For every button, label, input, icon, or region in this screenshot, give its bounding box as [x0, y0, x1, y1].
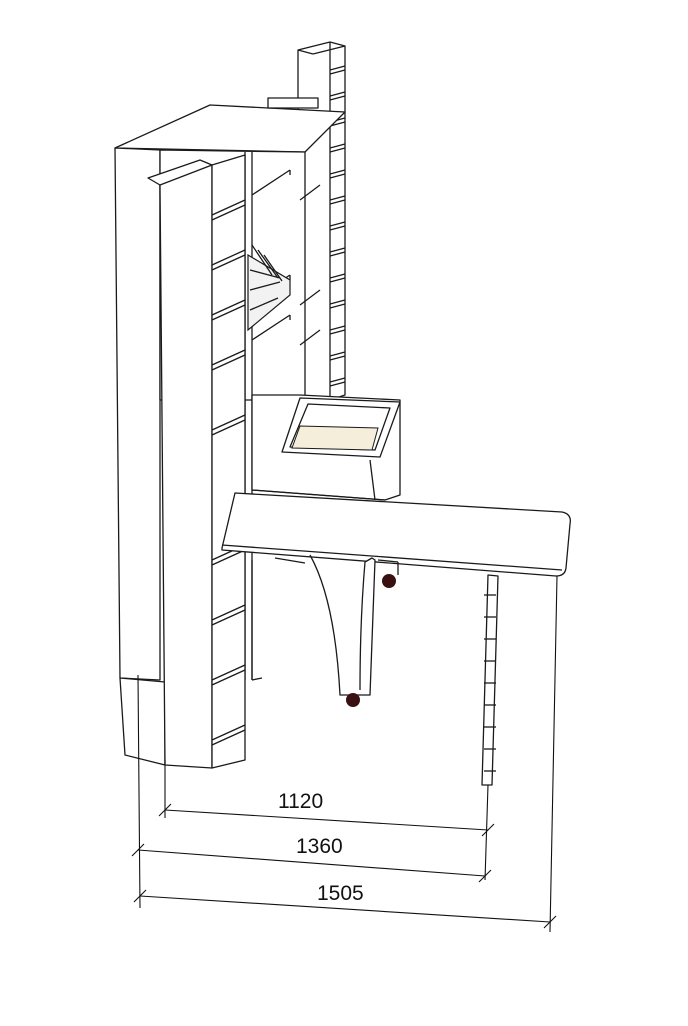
shelf	[329, 251, 346, 257]
shelf	[329, 273, 346, 279]
drawer-unit	[251, 394, 401, 501]
file-organizer	[247, 244, 291, 332]
shelf	[211, 724, 246, 741]
shelf	[299, 329, 321, 346]
shelf	[211, 354, 246, 371]
shelf	[329, 199, 346, 205]
tray-insert	[291, 425, 379, 451]
shelf	[329, 69, 346, 75]
shelf	[211, 349, 246, 366]
shelf	[329, 247, 346, 253]
shelf	[329, 303, 346, 309]
shelf	[329, 173, 346, 179]
dimension-1120: 1120	[278, 790, 323, 813]
shelf	[329, 351, 346, 357]
shelf	[211, 254, 246, 271]
shelf	[329, 225, 346, 231]
shelf	[211, 419, 246, 436]
shelf	[211, 669, 246, 686]
shelf	[211, 729, 246, 746]
shelf	[329, 169, 346, 175]
shelf	[251, 314, 291, 341]
shelf	[329, 277, 346, 283]
shelf	[299, 289, 321, 306]
shelf	[329, 381, 346, 387]
shelf	[329, 65, 346, 71]
shelf	[211, 199, 246, 216]
table-leg	[481, 574, 499, 786]
shelf	[329, 143, 346, 149]
dimension-1505: 1505	[317, 882, 364, 905]
shelf	[211, 604, 246, 621]
shelf	[211, 549, 246, 566]
wheel	[346, 693, 360, 707]
shelf	[329, 147, 346, 153]
shelf	[329, 325, 346, 331]
dimension-1360: 1360	[296, 835, 343, 858]
shelf	[211, 609, 246, 626]
shelf	[329, 299, 346, 305]
shelf	[299, 184, 321, 201]
shelf	[211, 664, 246, 681]
shelf	[211, 249, 246, 266]
shelf	[329, 195, 346, 201]
shelf	[251, 169, 291, 196]
shelf	[329, 377, 346, 383]
arch-leg	[309, 554, 399, 707]
shelf	[329, 355, 346, 361]
shelf	[211, 299, 246, 316]
shelf	[211, 204, 246, 221]
shelf	[211, 304, 246, 321]
shelf	[329, 91, 346, 97]
shelf	[329, 221, 346, 227]
shelf	[329, 95, 346, 101]
front-shelf-panel	[147, 154, 246, 769]
dimension-lines: 1120 1360 1505	[131, 575, 558, 933]
table-top	[221, 492, 571, 577]
shelf	[211, 414, 246, 431]
shelf	[329, 329, 346, 335]
wheel	[382, 574, 396, 588]
